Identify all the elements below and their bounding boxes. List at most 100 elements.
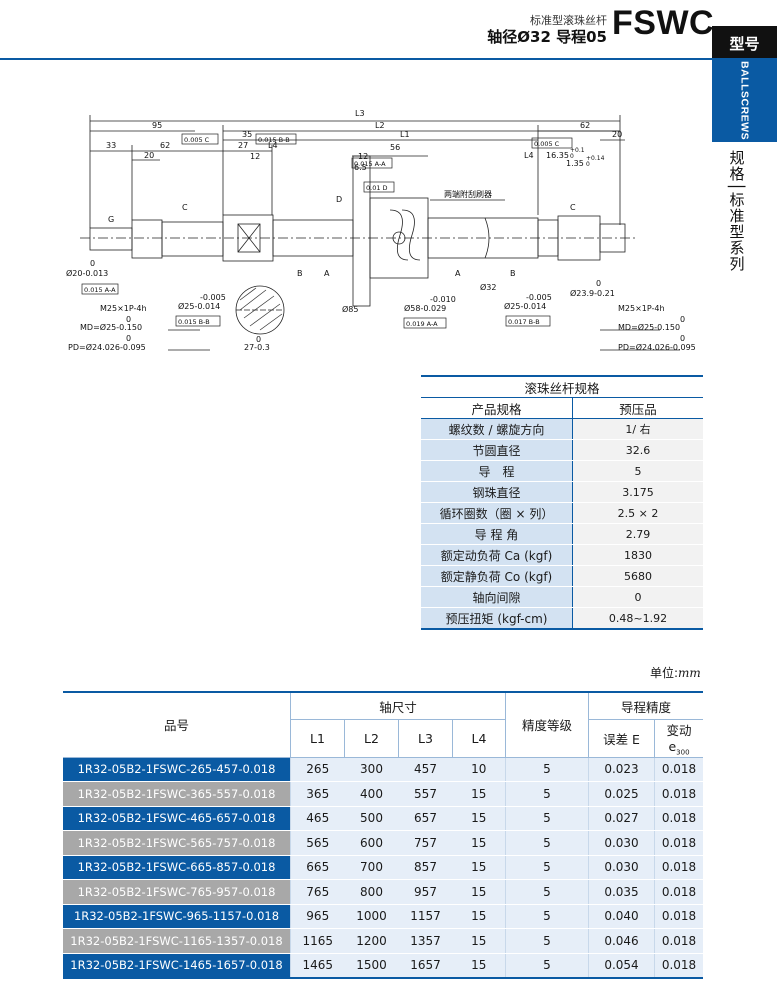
pd-right-zero: 0	[680, 334, 685, 343]
md-right: MD=Ø25-0.150	[618, 322, 680, 332]
col-variation-label: 变动 e	[666, 723, 692, 754]
d23-9-zero: 0	[596, 279, 601, 288]
dim-tol-z1: 0	[570, 153, 574, 160]
d25-right: Ø25-0.014	[504, 301, 546, 311]
md-left-zero: 0	[126, 315, 131, 324]
grade-cell: 5	[505, 781, 589, 807]
error-cell: 0.054	[588, 953, 655, 979]
left-d20-zero: 0	[90, 259, 95, 268]
col-l4: L4	[452, 719, 506, 758]
dim-62-left: 62	[160, 141, 170, 150]
pd-right: PD=Ø24.026-0.095	[618, 342, 696, 352]
col-part-number: 品号	[63, 691, 291, 758]
datum-b-right: B	[510, 269, 516, 278]
l1-cell: 965	[290, 904, 345, 929]
grade-cell: 5	[505, 806, 589, 831]
datum-g-left: G	[108, 215, 114, 224]
d58-upper: -0.010	[430, 295, 456, 304]
spec-value: 2.5 × 2	[572, 502, 703, 524]
tol-frame-0017b: 0.017 B-B	[508, 318, 540, 326]
model-code: FSWC	[612, 4, 715, 42]
side-tab	[712, 60, 777, 142]
datum-c-right: C	[570, 203, 576, 212]
spec-value: 5	[572, 460, 703, 482]
tol-frame-005c: 0.005 C	[184, 136, 210, 144]
datum-c-left: C	[182, 203, 188, 212]
d25-left-upper: -0.005	[200, 293, 226, 302]
l1-cell: 1165	[290, 928, 345, 954]
spec-key: 预压扭矩 (kgf-cm)	[421, 607, 573, 630]
side-category: 规格│标准型系列	[727, 150, 746, 273]
header-divider	[0, 58, 777, 60]
l1-cell: 1465	[290, 953, 345, 979]
error-cell: 0.023	[588, 757, 655, 782]
d23-9: Ø23.9-0.21	[570, 288, 615, 298]
l2-cell: 1500	[344, 953, 399, 979]
l3-cell: 457	[398, 757, 453, 782]
col-variation: 变动 e300	[654, 719, 703, 758]
spec-value: 0	[572, 586, 703, 608]
l4-cell: 15	[452, 928, 506, 954]
d25-left: Ø25-0.014	[178, 301, 220, 311]
spec-key: 循环圈数（圈 × 列）	[421, 502, 573, 524]
spec-key: 轴向间隙	[421, 586, 573, 608]
spec-title: 滚珠丝杆规格	[421, 375, 703, 398]
header-main-title: 轴径Ø32 导程05	[487, 28, 607, 46]
variation-cell: 0.018	[654, 806, 703, 831]
left-d20: Ø20-0.013	[66, 268, 108, 278]
side-tab-text: BALLSCREWS	[738, 61, 751, 141]
dim-35: 35	[242, 130, 252, 139]
grade-cell: 5	[505, 855, 589, 880]
dim-6-5: 6.5	[354, 163, 367, 172]
spec-key: 额定静负荷 Co (kgf)	[421, 565, 573, 587]
spec-value: 0.48~1.92	[572, 607, 703, 630]
spec-value: 1/ 右	[572, 418, 703, 440]
part-number-cell: 1R32-05B2-1FSWC-1165-1357-0.018	[63, 928, 291, 954]
col-l1: L1	[290, 719, 345, 758]
dim-95: 95	[152, 121, 162, 130]
dim-20-right: 20	[612, 130, 622, 139]
dim-l1: L1	[400, 130, 410, 139]
dim-12-left: 12	[250, 152, 260, 161]
tol-frame-0005c2: 0.005 C	[534, 140, 560, 148]
spec-key: 钢珠直径	[421, 481, 573, 503]
part-number-cell: 1R32-05B2-1FSWC-265-457-0.018	[63, 757, 291, 782]
l2-cell: 700	[344, 855, 399, 880]
l1-cell: 265	[290, 757, 345, 782]
part-number-cell: 1R32-05B2-1FSWC-965-1157-0.018	[63, 904, 291, 929]
spec-key: 额定动负荷 Ca (kgf)	[421, 544, 573, 566]
col-l3: L3	[398, 719, 453, 758]
grade-cell: 5	[505, 830, 589, 856]
dim-tol-p01: +0.1	[570, 147, 585, 154]
dim-56: 56	[390, 143, 400, 152]
l3-cell: 757	[398, 830, 453, 856]
error-cell: 0.027	[588, 806, 655, 831]
l3-cell: 957	[398, 879, 453, 905]
tol-frame-0015a: 0.015 A-A	[354, 160, 386, 168]
dim-tol-z2: 0	[586, 161, 590, 168]
dim-16-35: 16.35	[546, 151, 569, 160]
l2-cell: 600	[344, 830, 399, 856]
spec-key: 导 程	[421, 460, 573, 482]
variation-cell: 0.018	[654, 928, 703, 954]
thread-right: M25×1P-4h	[618, 304, 665, 313]
spec-key: 节圆直径	[421, 439, 573, 461]
d25-right-upper: -0.005	[526, 293, 552, 302]
tol-frame-0015ba: 0.015 B-B	[178, 318, 210, 326]
header-subtitle: 标准型滚珠丝杆	[530, 14, 607, 27]
variation-cell: 0.018	[654, 855, 703, 880]
l4-cell: 15	[452, 806, 506, 831]
grade-cell: 5	[505, 757, 589, 782]
md-left: MD=Ø25-0.150	[80, 322, 142, 332]
dim-62-right: 62	[580, 121, 590, 130]
col-axis-size: 轴尺寸	[290, 691, 506, 720]
error-cell: 0.025	[588, 781, 655, 807]
spec-col-product: 产品规格	[421, 397, 573, 419]
unit-note: 单位:mm	[650, 664, 701, 681]
l4-cell: 15	[452, 781, 506, 807]
dim-33: 33	[106, 141, 116, 150]
l1-cell: 465	[290, 806, 345, 831]
